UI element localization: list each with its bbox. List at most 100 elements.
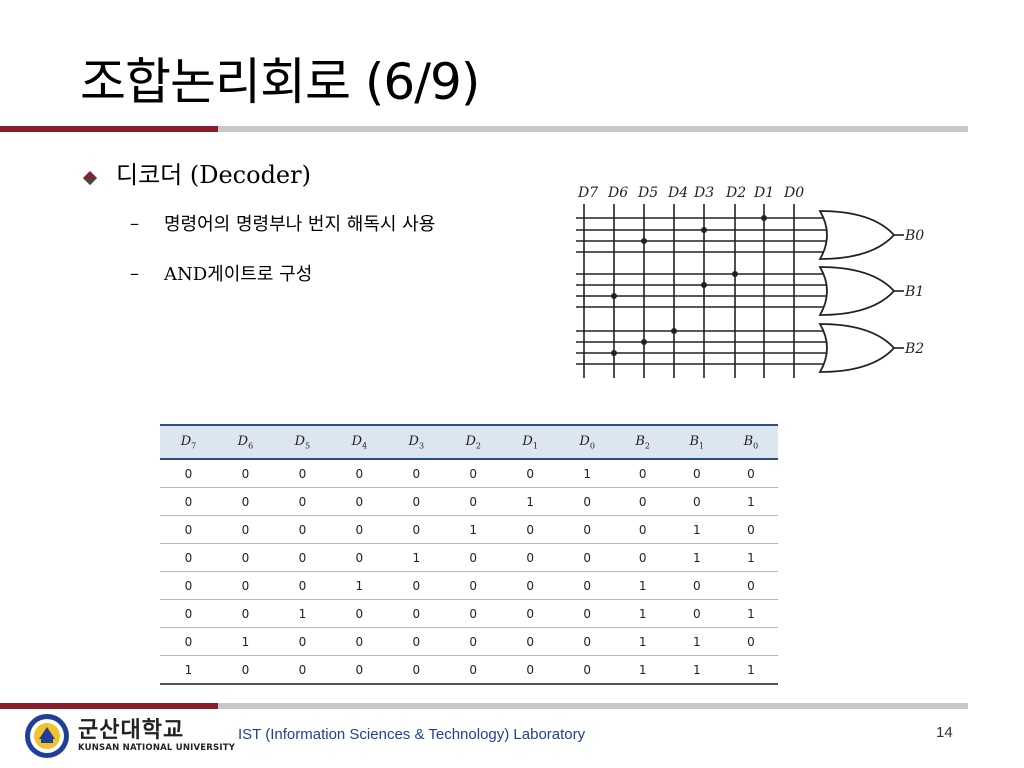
- table-cell: 1: [669, 543, 724, 572]
- lab-name: IST (Information Sciences & Technology) …: [238, 726, 586, 743]
- table-cell: 0: [273, 655, 331, 685]
- table-cell: 0: [723, 571, 778, 600]
- table-cell: 0: [160, 515, 217, 544]
- table-cell: 0: [558, 571, 616, 600]
- table-cell: 1: [723, 655, 778, 685]
- table-cell: 1: [615, 627, 670, 656]
- table-cell: 0: [273, 543, 331, 572]
- table-cell: 0: [615, 459, 670, 488]
- input-label: D3: [693, 185, 714, 201]
- table-cell: 0: [330, 655, 388, 685]
- table-cell: 0: [558, 543, 616, 572]
- title-divider: [0, 126, 968, 132]
- table-cell: 0: [501, 571, 559, 600]
- decoder-circuit-diagram: D7 D6 D5 D4 D3 D2 D1 D0: [576, 185, 924, 378]
- table-cell: 0: [501, 655, 559, 685]
- footer-divider: [0, 703, 968, 709]
- column-header: B1: [669, 424, 724, 460]
- table-cell: 0: [330, 459, 388, 488]
- table-cell: 0: [330, 599, 388, 628]
- table-cell: 0: [501, 459, 559, 488]
- bullet-list: 디코더 (Decoder) – 명령어의 명령부나 번지 해독시 사용 – AN…: [82, 152, 435, 298]
- table-cell: 1: [615, 599, 670, 628]
- table-cell: 0: [558, 515, 616, 544]
- column-header: B0: [723, 424, 778, 460]
- table-cell: 0: [330, 515, 388, 544]
- table-cell: 0: [669, 459, 724, 488]
- column-header: D5: [273, 424, 331, 460]
- subbullet: – 명령어의 명령부나 번지 해독시 사용: [130, 198, 435, 248]
- table-cell: 1: [330, 571, 388, 600]
- table-cell: 0: [669, 571, 724, 600]
- table-cell: 0: [387, 459, 445, 488]
- table-cell: 0: [615, 543, 670, 572]
- table-cell: 0: [615, 487, 670, 516]
- table-cell: 0: [444, 571, 502, 600]
- diamond-bullet-icon: [82, 164, 98, 185]
- table-cell: 0: [501, 543, 559, 572]
- table-cell: 0: [444, 655, 502, 685]
- subbullet-text: AND게이트로 구성: [164, 264, 313, 285]
- table-cell: 0: [723, 515, 778, 544]
- table-cell: 1: [723, 487, 778, 516]
- table-cell: 0: [273, 515, 331, 544]
- table-cell: 0: [216, 571, 274, 600]
- table-cell: 1: [669, 655, 724, 685]
- column-header: D2: [444, 424, 502, 460]
- input-label: D6: [607, 185, 628, 201]
- table-cell: 0: [216, 655, 274, 685]
- subbullet: – AND게이트로 구성: [130, 248, 435, 298]
- table-cell: 1: [723, 543, 778, 572]
- table-cell: 0: [723, 459, 778, 488]
- table-cell: 0: [160, 627, 217, 656]
- table-cell: 0: [216, 599, 274, 628]
- input-label: D1: [753, 185, 774, 201]
- table-cell: 1: [216, 627, 274, 656]
- table-cell: 1: [723, 599, 778, 628]
- table-cell: 1: [387, 543, 445, 572]
- or-gate-b1: [818, 266, 896, 316]
- table-cell: 0: [615, 515, 670, 544]
- table-cell: 0: [558, 655, 616, 685]
- table-cell: 0: [387, 571, 445, 600]
- input-label: D7: [577, 185, 598, 201]
- table-cell: 0: [160, 487, 217, 516]
- table-cell: 1: [669, 627, 724, 656]
- table-cell: 1: [558, 459, 616, 488]
- table-cell: 1: [501, 487, 559, 516]
- input-label: D0: [783, 185, 804, 201]
- university-name-ko: 군산대학교: [78, 718, 185, 743]
- or-gate-b0: [818, 210, 896, 260]
- table-cell: 0: [387, 515, 445, 544]
- table-cell: 0: [273, 459, 331, 488]
- table-cell: 1: [273, 599, 331, 628]
- university-logo: 군산대학교 KUNSAN NATIONAL UNIVERSITY: [24, 713, 235, 759]
- table-cell: 1: [444, 515, 502, 544]
- column-header: D4: [330, 424, 388, 460]
- table-cell: 1: [615, 571, 670, 600]
- page-number: 14: [936, 724, 953, 741]
- table-cell: 0: [387, 487, 445, 516]
- university-seal-icon: [25, 714, 69, 758]
- table-cell: 0: [273, 627, 331, 656]
- bullet-text: 디코더 (Decoder): [116, 160, 311, 189]
- output-label: B0: [904, 228, 924, 244]
- dash: –: [130, 262, 139, 284]
- column-header: D1: [501, 424, 559, 460]
- table-cell: 0: [669, 599, 724, 628]
- subbullet-text: 명령어의 명령부나 번지 해독시 사용: [164, 214, 436, 235]
- table-cell: 0: [501, 599, 559, 628]
- table-cell: 0: [160, 599, 217, 628]
- table-cell: 0: [444, 459, 502, 488]
- table-cell: 0: [723, 627, 778, 656]
- table-cell: 0: [387, 599, 445, 628]
- table-cell: 0: [216, 487, 274, 516]
- university-name-en: KUNSAN NATIONAL UNIVERSITY: [78, 743, 236, 753]
